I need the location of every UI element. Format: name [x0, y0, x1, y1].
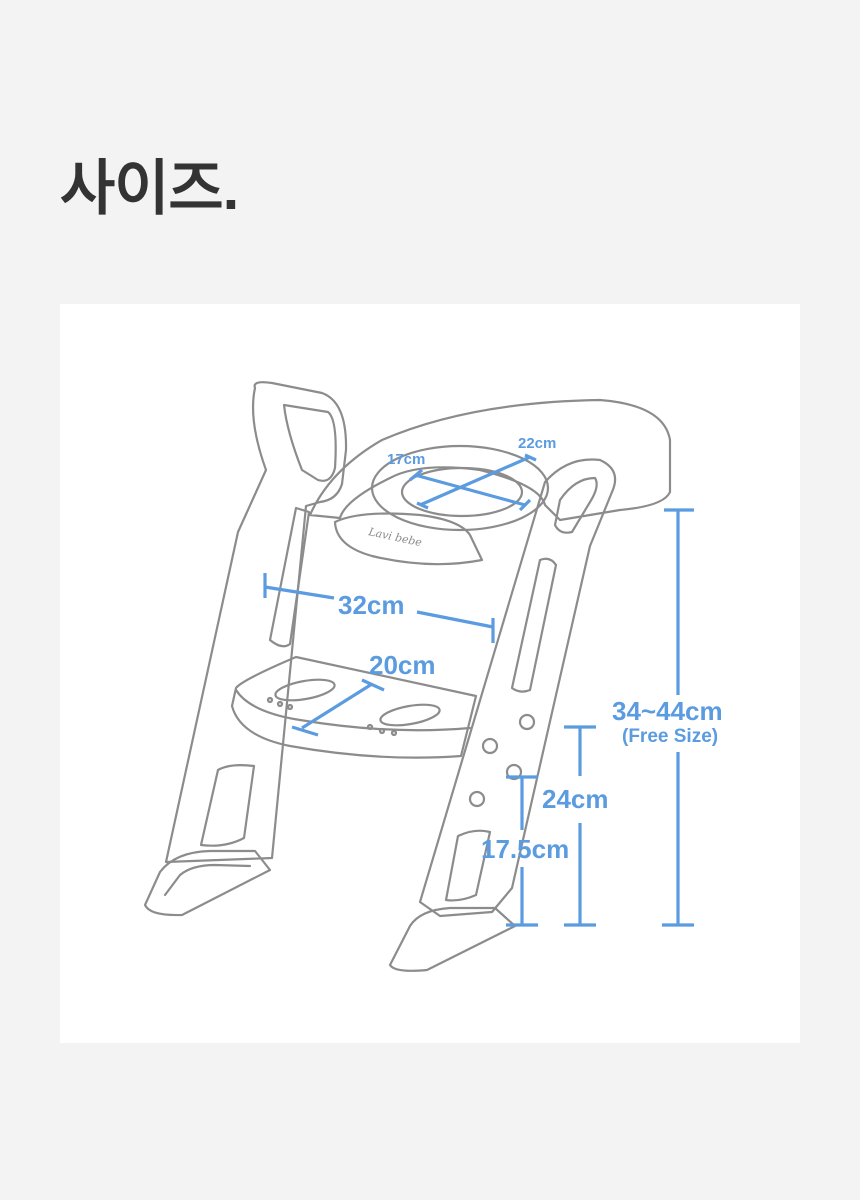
height-hole	[481, 737, 499, 755]
dimension-lines	[263, 453, 694, 927]
seat-inner-ring	[370, 444, 550, 532]
dim-step-height-lower: 17.5cm	[481, 834, 569, 864]
seat	[308, 398, 672, 522]
height-hole	[468, 790, 486, 808]
step	[230, 655, 478, 759]
dim-step-height-upper: 24cm	[542, 784, 609, 814]
left-foot	[143, 849, 272, 917]
left-rail	[164, 381, 348, 864]
dim-seat-width: 22cm	[518, 435, 556, 452]
right-foot	[388, 906, 517, 972]
left-handle-cutout	[282, 403, 337, 482]
brand-logo: Lavi bebe	[366, 525, 423, 549]
right-handle-cutout	[553, 476, 598, 534]
left-rail-lower-slot	[199, 764, 256, 847]
dim-step-depth: 20cm	[369, 650, 436, 680]
right-rail-slot	[510, 557, 558, 693]
dim-seat-length: 17cm	[387, 451, 425, 468]
height-hole	[518, 713, 536, 731]
page-title: 사이즈.	[60, 155, 239, 222]
seat-front-guard	[333, 512, 484, 566]
dim-total-height: 34~44cm	[612, 696, 723, 726]
left-rail-slot	[268, 506, 311, 648]
height-hole	[505, 763, 523, 781]
right-rail	[418, 458, 617, 918]
dim-frame-width: 32cm	[338, 590, 405, 620]
footprint-right	[379, 703, 441, 727]
footprint-left	[274, 678, 336, 702]
right-rail-lower-slot	[444, 829, 492, 902]
dim-total-height-note: (Free Size)	[622, 726, 718, 747]
